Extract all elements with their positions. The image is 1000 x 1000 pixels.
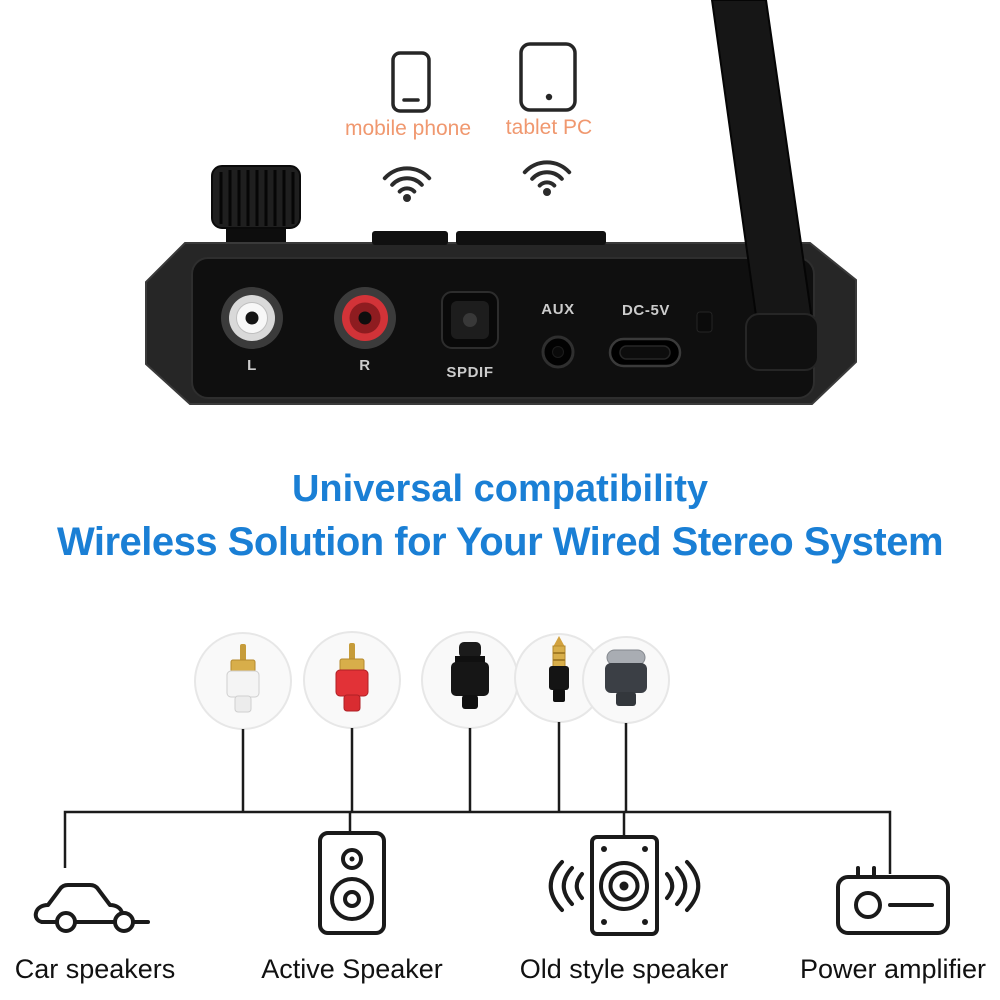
- rca-port-right: [334, 287, 396, 349]
- port-label-dc5v: DC-5V: [621, 302, 671, 319]
- rca-white-plug-icon: [226, 644, 260, 713]
- front-panel: [191, 257, 815, 399]
- rca-red-plug-icon: [335, 643, 369, 712]
- output-label-old-style-speaker: Old style speaker: [519, 954, 729, 984]
- tablet-icon: [519, 42, 577, 112]
- volume-knob: [211, 165, 301, 246]
- bookshelf-speaker-icon: [318, 831, 386, 935]
- mobile-phone-label: mobile phone: [344, 117, 472, 140]
- port-label-aux: AUX: [541, 301, 575, 318]
- usb-c-power-port: [608, 337, 682, 368]
- usb-c-plug-icon: [605, 649, 647, 706]
- connection-lines: [63, 722, 892, 874]
- antenna: [710, 0, 819, 371]
- connector-badges: [194, 631, 670, 730]
- headline-line1: Universal compatibility: [291, 468, 709, 510]
- output-label-active-speaker: Active Speaker: [261, 954, 443, 984]
- optical-toslink-plug-icon: [451, 642, 489, 709]
- output-label-power-amplifier: Power amplifier: [799, 954, 987, 984]
- wifi-signal-icon-tablet: [522, 160, 572, 196]
- headline-line2: Wireless Solution for Your Wired Stereo …: [56, 520, 944, 564]
- port-label-spdif: SPDIF: [446, 364, 494, 381]
- wifi-signal-icon-phone: [382, 166, 432, 202]
- aux-35mm-plug-icon: [549, 636, 569, 702]
- smartphone-icon: [391, 51, 431, 113]
- port-label-r: R: [359, 357, 371, 374]
- pairing-button: [696, 311, 713, 333]
- tablet-pc-label: tablet PC: [505, 116, 593, 139]
- amplifier-icon: [836, 866, 950, 935]
- aux-port: [541, 335, 575, 369]
- vintage-speaker-icon: [548, 835, 701, 936]
- port-label-l: L: [247, 357, 257, 374]
- car-icon: [33, 883, 150, 933]
- spdif-port: [441, 291, 499, 349]
- output-label-car-speakers: Car speakers: [14, 954, 176, 984]
- receiver-device: [145, 0, 857, 405]
- rca-port-left: [221, 287, 283, 349]
